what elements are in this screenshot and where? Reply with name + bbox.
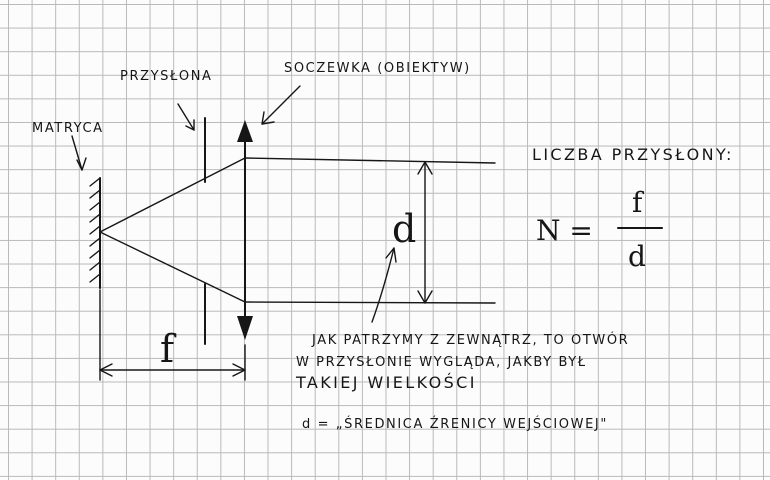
formula-lhs: N = — [536, 214, 593, 247]
focal-length-label: f — [160, 327, 177, 371]
note-line-3: TAKIEJ WIELKOŚCI — [295, 373, 477, 392]
diameter-dimension — [417, 161, 433, 304]
light-rays — [99, 157, 496, 304]
aperture-pointer-arrow — [177, 103, 195, 131]
formula-title: LICZBA PRZYSŁONY: — [532, 145, 734, 164]
sensor-matrix — [89, 177, 101, 289]
lens-pointer-arrow — [261, 85, 301, 125]
formula-denominator: d — [628, 240, 646, 273]
note-definition: d = „ŚREDNICA ŹRENICY WEJŚCIOWEJ" — [302, 416, 608, 432]
lens-symbol — [237, 120, 253, 340]
diameter-label: d — [392, 207, 416, 251]
focal-length-dimension — [99, 289, 246, 381]
matrix-pointer-arrow — [71, 135, 87, 171]
lens-label: SOCZEWKA (OBIEKTYW) — [284, 61, 471, 76]
formula-numerator: f — [632, 186, 645, 219]
note-pointer-arrow — [371, 247, 397, 323]
aperture-label: PRZYSŁONA — [120, 69, 213, 84]
matrix-label: MATRYCA — [32, 121, 104, 136]
note-line-2: W PRZYSŁONIE WYGLĄDA, JAKBY BYŁ — [296, 355, 587, 370]
note-line-1: JAK PATRZYMY Z ZEWNĄTRZ, TO OTWÓR — [311, 332, 629, 348]
